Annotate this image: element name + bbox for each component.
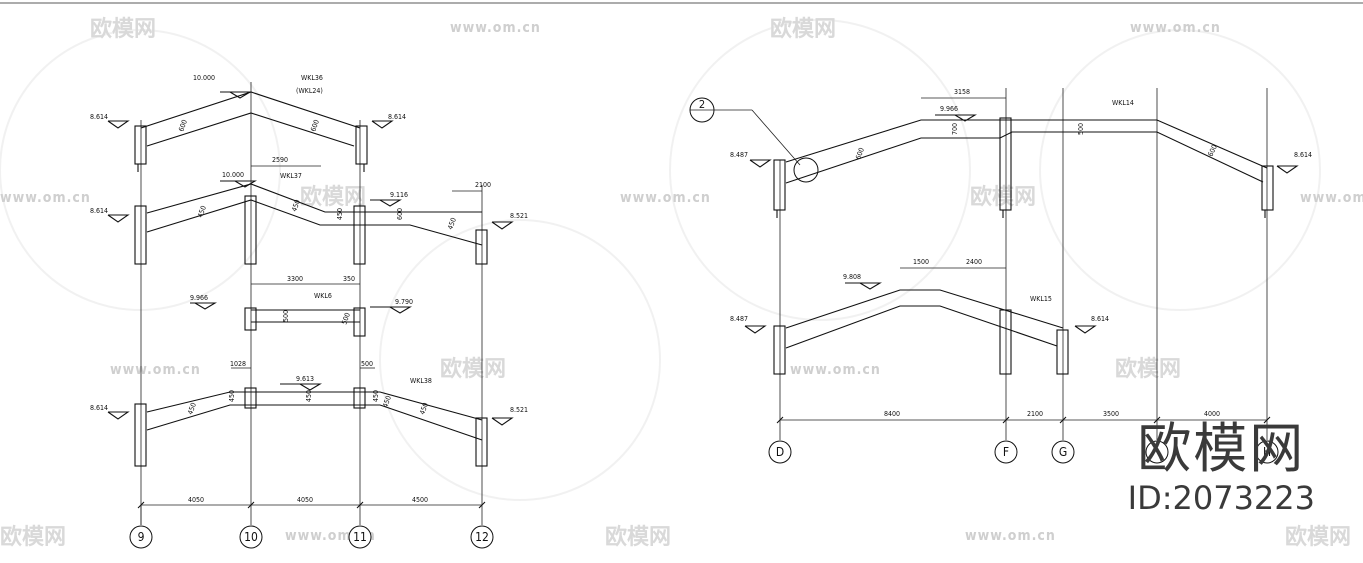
watermark-brand: 欧模网	[605, 524, 671, 550]
brand-title: 欧模网	[1137, 417, 1306, 480]
span-label: 2100	[1027, 410, 1043, 418]
dimension-label: 500	[282, 310, 290, 322]
brand-overlay: 欧模网 ID:2073223	[1128, 420, 1315, 518]
dimension-label: 450	[336, 208, 344, 220]
watermark-brand: 欧模网	[1285, 524, 1351, 550]
elevation-label: 10.000	[222, 171, 244, 179]
beam-label: WKL15	[1030, 295, 1052, 303]
dimension-label: 450	[418, 402, 430, 416]
elevation-label: 9.808	[843, 273, 861, 281]
dimension-label: 450	[446, 217, 458, 231]
watermark-brand: 欧模网	[90, 16, 156, 42]
span-label: 4050	[297, 496, 313, 504]
dimension-label: 2100	[475, 181, 491, 189]
dimension-label: 2590	[272, 156, 288, 164]
elevation-label: 8.614	[90, 404, 108, 412]
elevation-label: 8.521	[510, 406, 528, 414]
beam-label: WKL6	[314, 292, 332, 300]
elevation-label: 8.521	[510, 212, 528, 220]
watermark-brand: 欧模网	[440, 356, 506, 382]
watermark-brand: 欧模网	[1115, 356, 1181, 382]
elevation-label: 8.614	[90, 113, 108, 121]
elevation-label: 9.966	[940, 105, 958, 113]
right-grid-lines	[779, 88, 1268, 440]
elevation-label: 8.487	[730, 315, 748, 323]
watermark-url: www.om.cn	[1130, 20, 1221, 36]
right-top-beam	[773, 117, 1274, 218]
dimension-label: 1028	[230, 360, 246, 368]
elevation-label: 9.116	[390, 191, 408, 199]
dimension-label: 3158	[954, 88, 970, 96]
axis-label: 10	[244, 530, 258, 544]
dimension-label: 600	[854, 147, 866, 161]
left-section-drawing: 8.614 10.000 WKL36 (WKL24) 8.614 600 600…	[90, 74, 528, 549]
detail-number: 2	[699, 98, 705, 111]
elevation-label: 9.790	[395, 298, 413, 306]
elevation-label: 8.614	[388, 113, 406, 121]
elevation-label: 8.487	[730, 151, 748, 159]
elevation-label: 8.614	[1091, 315, 1109, 323]
watermark-url: www.om.cn	[965, 528, 1056, 544]
dimension-label: 450	[228, 390, 236, 402]
beam-label: (WKL24)	[296, 87, 323, 95]
span-label: 4500	[412, 496, 428, 504]
span-label: 4000	[1204, 410, 1220, 418]
watermark-url: www.om.cn	[110, 362, 201, 378]
dimension-label: 450	[290, 199, 302, 213]
dimension-label: 350	[343, 275, 355, 283]
left-row3-beam	[244, 307, 366, 337]
brand-id: ID:2073223	[1127, 479, 1315, 517]
elevation-label: 8.614	[90, 207, 108, 215]
axis-label: 12	[475, 530, 489, 544]
beam-label: WKL36	[301, 74, 323, 82]
dimension-label: 600	[177, 119, 189, 133]
elevation-label: 8.614	[1294, 151, 1312, 159]
elevation-label: 10.000	[193, 74, 215, 82]
dimension-label: 450	[381, 395, 393, 409]
axis-label: G	[1059, 445, 1067, 459]
dimension-label: 500	[1077, 123, 1085, 135]
dimension-label: 3300	[287, 275, 303, 283]
dimension-label: 600	[396, 208, 404, 220]
watermark-brand: 欧模网	[0, 524, 66, 550]
watermark-url: www.om.cn	[620, 190, 711, 206]
axis-label: F	[1003, 445, 1009, 459]
beam-label: WKL38	[410, 377, 432, 385]
beam-label: WKL37	[280, 172, 302, 180]
dimension-label: 1500	[913, 258, 929, 266]
watermark-layer: 欧模网 www.om.cn 欧模网 www.om.cn www.om.cn 欧模…	[0, 16, 1363, 550]
dimension-label: 700	[951, 123, 959, 135]
left-row2-beam	[134, 183, 488, 265]
dimension-label: 2400	[966, 258, 982, 266]
dimension-label: 600	[309, 119, 321, 133]
span-label: 4050	[188, 496, 204, 504]
watermark-url: www.om.cn	[1300, 190, 1363, 206]
dimension-label: 450	[372, 390, 380, 402]
watermark-brand: 欧模网	[970, 184, 1036, 210]
right-bottom-beam	[773, 289, 1069, 375]
watermark-url: www.om.cn	[0, 190, 91, 206]
dimension-label: 450	[305, 390, 313, 402]
axis-label: 9	[138, 530, 145, 544]
axis-label: D	[776, 445, 784, 459]
axis-label: H	[1263, 445, 1271, 459]
left-row4-beam	[134, 387, 488, 467]
span-label: 8400	[884, 410, 900, 418]
dimension-label: 450	[196, 205, 208, 219]
span-label: 3500	[1103, 410, 1119, 418]
elevation-label: 9.966	[190, 294, 208, 302]
elevation-label: 9.613	[296, 375, 314, 383]
dimension-label: 450	[186, 402, 198, 416]
dimension-label: 500	[340, 312, 352, 326]
watermark-brand: 欧模网	[770, 16, 836, 42]
watermark-url: www.om.cn	[450, 20, 541, 36]
watermark-url: www.om.cn	[790, 362, 881, 378]
axis-label: 11	[353, 530, 367, 544]
right-section-drawing: 2 3158 9.966 WKL14 700 500 8.487 600 600…	[689, 88, 1312, 464]
dimension-label: 500	[361, 360, 373, 368]
beam-label: WKL14	[1112, 99, 1134, 107]
